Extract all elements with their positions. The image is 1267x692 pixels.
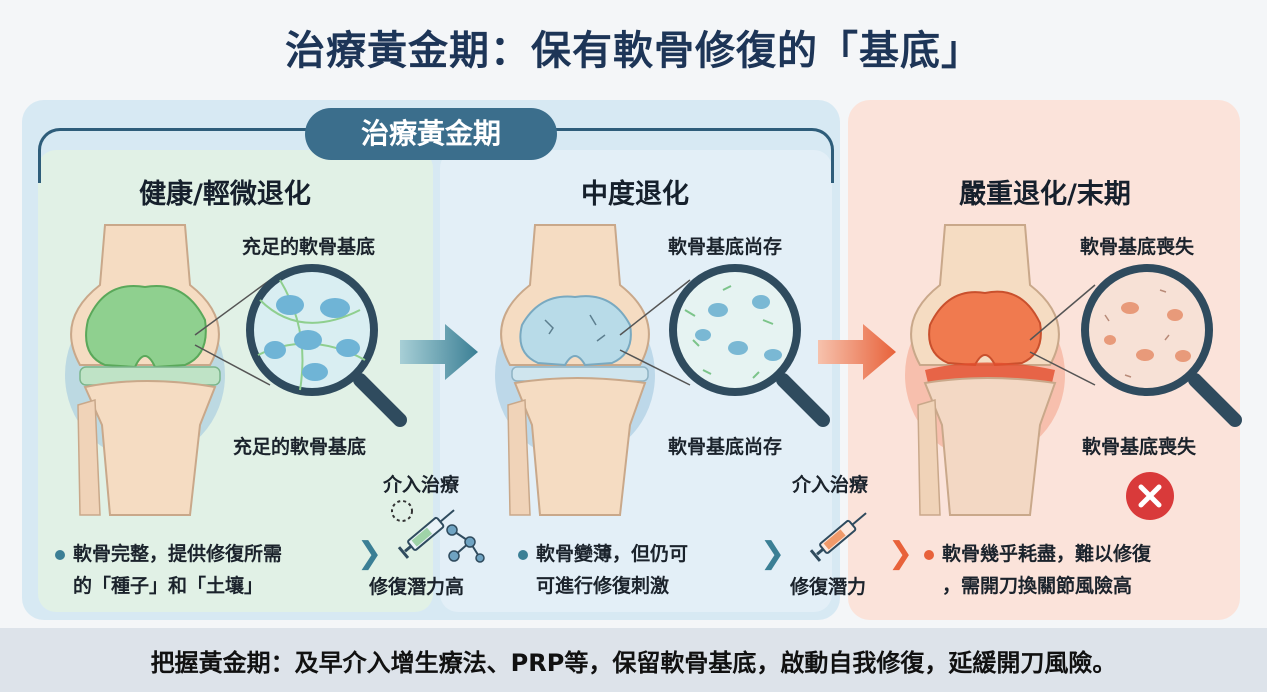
stage-title-severe: 嚴重退化/末期 — [959, 179, 1131, 210]
golden-period-badge: 治療黃金期 — [305, 108, 557, 160]
page-title: 治療黃金期：保有軟骨修復的「基底」 — [285, 28, 982, 74]
progression-arrow-2 — [818, 324, 896, 380]
zoom-label-bottom-healthy: 充足的軟骨基底 — [233, 436, 367, 458]
footer-bar — [0, 628, 1267, 692]
chevron-right-icon: ❯ — [760, 536, 786, 571]
zoom-label-bottom-severe: 軟骨基底喪失 — [1082, 436, 1197, 458]
zoom-label-top-moderate: 軟骨基底尚存 — [668, 236, 783, 258]
intervention-label-2: 介入治療 — [792, 474, 869, 496]
description-severe-line2: ，需開刀換關節風險高 — [942, 575, 1133, 597]
knee-illustration-healthy — [65, 224, 225, 516]
bullet-dot-icon — [518, 549, 528, 560]
description-healthy: 軟骨完整，提供修復所需 的「種子」和「土壤」 — [55, 538, 282, 602]
syringe-icon-2 — [809, 512, 867, 562]
description-healthy-line2: 的「種子」和「土壤」 — [73, 575, 264, 597]
description-moderate: 軟骨變薄，但仍可 可進行修復刺激 — [518, 538, 688, 602]
chevron-right-icon: ❯ — [888, 536, 914, 571]
intervention-label-1: 介入治療 — [383, 474, 460, 496]
description-moderate-line2: 可進行修復刺激 — [536, 575, 670, 597]
knee-illustration-moderate — [495, 224, 655, 516]
bullet-dot-icon — [55, 549, 65, 560]
intervention-result-1: 修復潛力高 — [369, 576, 465, 598]
bullet-dot-icon — [924, 549, 934, 560]
magnifier-icon-healthy — [246, 264, 407, 427]
zoom-label-top-severe: 軟骨基底喪失 — [1080, 236, 1195, 258]
zoom-label-top-healthy: 充足的軟骨基底 — [242, 236, 376, 258]
magnifier-icon-severe — [1081, 264, 1242, 427]
chevron-right-icon: ❯ — [357, 536, 383, 571]
description-moderate-line1: 軟骨變薄，但仍可 — [536, 543, 689, 565]
magnifier-icon-moderate — [669, 264, 830, 427]
knee-illustration-severe — [905, 224, 1065, 516]
error-x-icon — [1126, 472, 1174, 520]
zoom-label-bottom-moderate: 軟骨基底尚存 — [668, 436, 783, 458]
description-severe-line1: 軟骨幾乎耗盡，難以修復 — [942, 543, 1152, 565]
footer-text: 把握黃金期：及早介入增生療法、PRP等，保留軟骨基底，啟動自我修復，延緩開刀風險… — [150, 649, 1117, 677]
stage-title-moderate: 中度退化 — [581, 179, 689, 210]
description-severe: 軟骨幾乎耗盡，難以修復 ，需開刀換關節風險高 — [924, 538, 1151, 602]
stage-title-healthy: 健康/輕微退化 — [139, 179, 311, 210]
syringe-icon-1 — [391, 500, 455, 559]
description-healthy-line1: 軟骨完整，提供修復所需 — [73, 543, 283, 565]
intervention-result-2: 修復潛力 — [790, 576, 867, 598]
progression-arrow-1 — [400, 324, 478, 380]
molecule-icon — [446, 524, 485, 563]
